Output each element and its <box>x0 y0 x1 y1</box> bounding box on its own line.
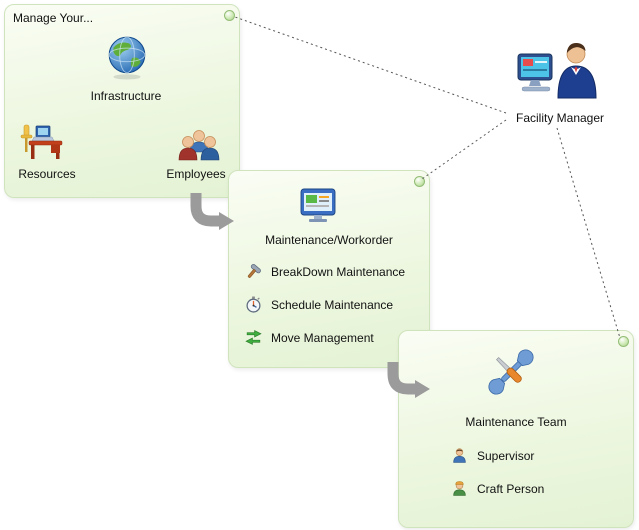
resources-item[interactable] <box>19 117 65 163</box>
move-arrows-icon <box>245 330 262 345</box>
workorder-panel-connector-dot <box>414 176 425 187</box>
tools-icon <box>488 349 534 395</box>
team-panel: Maintenance Team Supervisor Craft Person <box>398 330 634 528</box>
craft-person-item[interactable]: Craft Person <box>451 480 544 497</box>
globe-icon <box>108 36 146 80</box>
schedule-maintenance-label: Schedule Maintenance <box>271 297 394 312</box>
team-panel-connector-dot <box>618 336 629 347</box>
stopwatch-icon <box>246 296 261 313</box>
employees-label: Employees <box>166 167 226 181</box>
manage-panel: Manage Your... Infrastructure <box>4 4 240 198</box>
craft-person-icon <box>453 481 466 496</box>
employees-item[interactable] <box>176 124 222 170</box>
workorder-panel: Maintenance/Workorder BreakDown Maintena… <box>228 170 430 368</box>
facility-manager-label: Facility Manager <box>515 111 605 125</box>
hammer-icon <box>247 264 261 278</box>
people-group-icon <box>178 130 220 161</box>
desk-laptop-icon <box>20 124 63 159</box>
supervisor-label: Supervisor <box>477 448 535 463</box>
craft-person-label: Craft Person <box>477 481 545 496</box>
supervisor-icon <box>453 448 466 463</box>
workorder-app-item[interactable] <box>297 185 339 227</box>
monitor-tools-icon <box>300 188 336 222</box>
breakdown-maintenance-item[interactable]: BreakDown Maintenance <box>245 263 405 280</box>
move-management-item[interactable]: Move Management <box>245 329 374 346</box>
team-tools-item[interactable] <box>488 349 534 395</box>
move-management-label: Move Management <box>271 330 374 345</box>
breakdown-maintenance-label: BreakDown Maintenance <box>271 264 406 279</box>
manager-computer-icon <box>517 42 597 99</box>
facility-manager-item[interactable]: Facility Manager <box>503 40 617 125</box>
infrastructure-label: Infrastructure <box>90 89 162 103</box>
manage-panel-title: Manage Your... <box>13 11 94 25</box>
workorder-panel-title: Maintenance/Workorder <box>265 233 393 247</box>
team-panel-title: Maintenance Team <box>465 415 567 429</box>
infrastructure-item[interactable] <box>104 34 150 80</box>
dotted-line-manager-to-workorder <box>421 119 507 180</box>
resources-label: Resources <box>18 167 76 181</box>
dotted-line-manager-to-manage <box>234 16 507 114</box>
dotted-line-manager-to-team <box>556 127 621 339</box>
supervisor-item[interactable]: Supervisor <box>451 447 534 464</box>
schedule-maintenance-item[interactable]: Schedule Maintenance <box>245 296 393 313</box>
manage-panel-connector-dot <box>224 10 235 21</box>
